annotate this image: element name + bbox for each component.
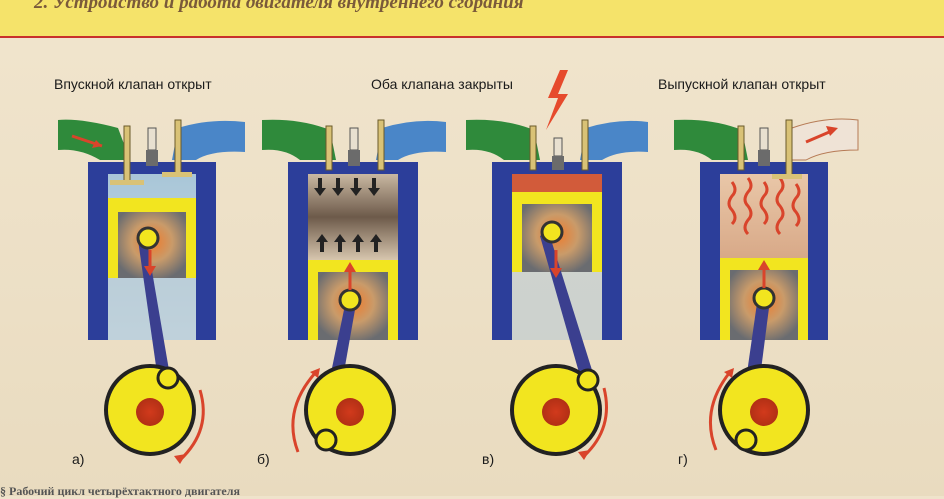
stage-d-exhaust [674, 118, 859, 456]
spark-plug-icon [146, 127, 158, 166]
header-banner: 2. Устройство и работа двигателя внутрен… [0, 0, 944, 38]
intake-valve-head [110, 180, 144, 185]
spark-plug-icon [758, 127, 770, 166]
intake-port [674, 119, 748, 160]
exhaust-port [580, 120, 648, 160]
stage-label-b: б) [257, 451, 270, 467]
exhaust-port [785, 118, 859, 161]
stage-b-compression [262, 119, 446, 456]
rotation-arrow [709, 371, 732, 451]
exhaust-valve-head [162, 172, 192, 177]
cylinder-head [88, 162, 216, 174]
compression-arrows-up [316, 234, 382, 252]
intake-port [466, 119, 540, 160]
caption-exhaust-open: Выпускной клапан открыт [658, 76, 826, 92]
piston-pin [540, 220, 564, 244]
intake-valve [737, 125, 745, 171]
intake-valve [123, 125, 131, 183]
intake-valve [325, 125, 333, 171]
stage-label-d: г) [678, 451, 688, 467]
exhaust-valve [581, 119, 589, 171]
cylinder-wall-left [288, 162, 308, 340]
intake-port [262, 119, 336, 160]
cylinder-wall-right [196, 162, 216, 340]
crank-pin [314, 428, 338, 452]
intake-valve [529, 125, 537, 171]
connecting-rod [138, 236, 170, 380]
flame-icon [727, 177, 801, 236]
exhaust-port [172, 120, 245, 160]
piston-pin [338, 288, 362, 312]
piston-pin [752, 286, 776, 310]
exhaust-port [376, 120, 446, 160]
cylinder-wall-right [808, 162, 828, 340]
cylinder-wall-right [398, 162, 418, 340]
stage-label-c: в) [482, 451, 495, 467]
connecting-rod [540, 230, 592, 376]
crank-pin [734, 428, 758, 452]
caption-intake-open: Впускной клапан открыт [54, 76, 212, 92]
exhaust-valve [785, 119, 793, 177]
rotation-arrow [291, 371, 318, 453]
cylinder-wall-left [492, 162, 512, 340]
cylinder-wall-left [700, 162, 720, 340]
rotation-arrow [178, 389, 205, 462]
lightning-icon [546, 70, 568, 130]
banner-title: 2. Устройство и работа двигателя внутрен… [34, 0, 524, 13]
cylinder-wall-right [602, 162, 622, 340]
crank-pin [576, 368, 600, 392]
spark-plug-icon [552, 137, 564, 170]
combustion-gas [512, 174, 602, 192]
exhaust-valve [174, 119, 182, 177]
caption-both-closed: Оба клапана закрыты [371, 76, 513, 92]
stage-label-a: а) [72, 451, 85, 467]
intake-port [58, 119, 130, 160]
footer-caption: § Рабочий цикл четырёхтактного двигателя [0, 484, 240, 498]
compression-arrows-down [314, 178, 380, 196]
exhaust-valve [377, 119, 385, 171]
stage-c-power [466, 70, 648, 460]
cylinder-wall-left [88, 162, 108, 340]
piston-pin [136, 226, 160, 250]
spark-plug-icon [348, 127, 360, 166]
stage-a-intake [58, 119, 245, 464]
crank-pin [156, 366, 180, 390]
